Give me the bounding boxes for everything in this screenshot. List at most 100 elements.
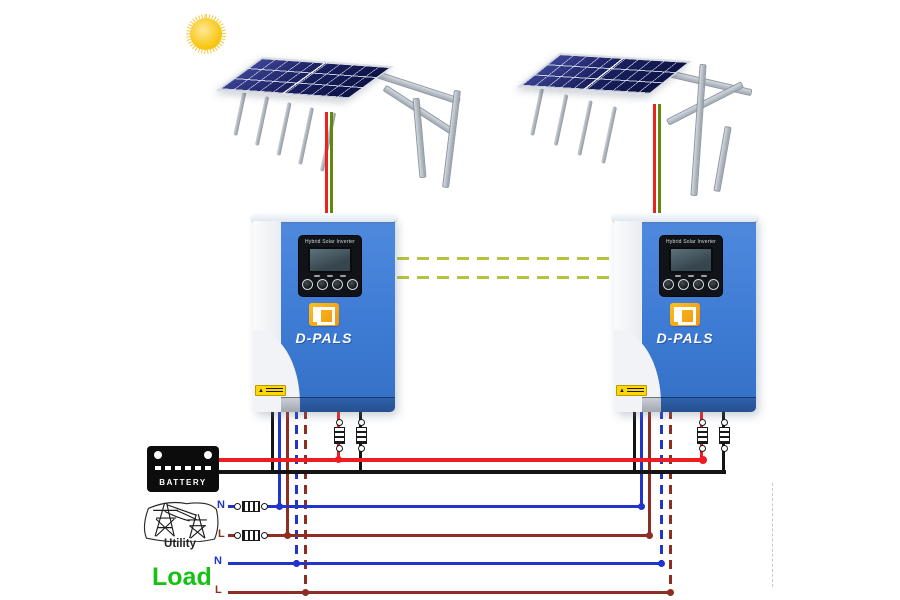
- inverter-lcd-screen: [308, 247, 352, 273]
- wire-load-live: [228, 591, 672, 594]
- breaker-terminal: [698, 445, 706, 452]
- fuse-body: [242, 530, 260, 541]
- inverter-side-panel: [253, 221, 300, 412]
- breaker-icon: [718, 419, 730, 452]
- inverter-lcd-screen: [669, 247, 713, 273]
- bus-battery-negative: [219, 470, 726, 474]
- panel-leg: [319, 112, 337, 172]
- panel-leg: [276, 102, 292, 156]
- load-label: Load: [152, 563, 212, 591]
- panel-leg: [601, 106, 617, 164]
- parallel-comm-cable-1: [397, 257, 612, 260]
- inverter-display-panel: Hybrid Solar Inverter: [659, 235, 723, 297]
- panel-leg: [233, 90, 247, 136]
- dpals-logo-icon: [670, 303, 700, 326]
- wire-inv1-ac-out-live: [304, 410, 307, 593]
- fuse-terminal: [261, 503, 268, 510]
- utility-neutral-label: N: [217, 499, 225, 511]
- breaker-terminal: [335, 419, 343, 426]
- breaker-terminal: [335, 445, 343, 452]
- wire-pv-negative-left: [330, 112, 333, 216]
- junction-dot: [658, 560, 665, 567]
- fuse-body: [242, 501, 260, 512]
- fuse-terminal: [261, 532, 268, 539]
- solar-array-right: [505, 38, 775, 208]
- inverter-vent-grille: [281, 397, 395, 412]
- artifact-line: [772, 483, 773, 587]
- breaker-body: [355, 427, 367, 444]
- junction-dot: [699, 456, 707, 464]
- battery-terminal: [154, 451, 162, 459]
- mount-post: [713, 125, 732, 193]
- panel-leg: [553, 94, 569, 146]
- mount-post: [690, 63, 707, 197]
- battery-icon: BATTERY: [147, 446, 219, 492]
- fuse-icon: [234, 530, 268, 541]
- panel-leg: [577, 100, 593, 156]
- breaker-terminal: [357, 445, 365, 452]
- breaker-body: [718, 427, 730, 444]
- junction-dot: [667, 589, 674, 596]
- inverter-right: Hybrid Solar Inverter D-PALS ▲: [612, 213, 758, 412]
- panel-leg: [530, 88, 544, 136]
- mount-rail: [665, 81, 745, 126]
- inverter-brand-label: D-PALS: [295, 330, 353, 346]
- junction-dot: [335, 456, 342, 463]
- inverter-side-panel: [614, 221, 661, 412]
- wire-utility-neutral: [264, 505, 642, 508]
- breaker-body: [333, 427, 345, 444]
- breaker-icon: [696, 419, 708, 452]
- breaker-terminal: [720, 445, 728, 452]
- wire-utility-live-stub: [228, 534, 236, 537]
- inverter-top-cap: [612, 213, 758, 222]
- inverter-buttons: [660, 279, 722, 290]
- inverter-indicator-leds: [660, 275, 722, 277]
- breaker-terminal: [698, 419, 706, 426]
- inverter-buttons: [299, 279, 361, 290]
- junction-dot: [646, 532, 653, 539]
- sun-core: [190, 18, 222, 50]
- mount-post: [442, 89, 461, 189]
- inverter-brand-label: D-PALS: [656, 330, 714, 346]
- wire-utility-live: [264, 534, 650, 537]
- utility-icon: [143, 501, 219, 542]
- wire-pv-positive-left: [325, 112, 328, 216]
- panel-leg: [298, 107, 314, 165]
- fuse-terminal: [234, 503, 241, 510]
- load-neutral-label: N: [214, 555, 222, 567]
- utility-label: Utility: [164, 538, 196, 550]
- battery-label: BATTERY: [159, 478, 207, 487]
- inverter-display-title: Hybrid Solar Inverter: [665, 239, 717, 245]
- panel-leg: [254, 96, 270, 146]
- battery-cell-marks: [155, 466, 211, 470]
- breaker-terminal: [720, 419, 728, 426]
- sun-icon: [178, 6, 234, 62]
- fuse-terminal: [234, 532, 241, 539]
- bus-battery-positive: [219, 458, 705, 462]
- breaker-terminal: [357, 419, 365, 426]
- wire-inv1-ground: [271, 410, 274, 472]
- inverter-top-cap: [251, 213, 397, 222]
- parallel-comm-cable-2: [397, 276, 612, 279]
- wire-inv2-ground: [633, 410, 636, 472]
- solar-array-left: [210, 42, 470, 207]
- junction-dot: [293, 560, 300, 567]
- inverter-display-title: Hybrid Solar Inverter: [304, 239, 356, 245]
- inverter-left: Hybrid Solar Inverter D-PALS ▲: [251, 213, 397, 412]
- breaker-icon: [333, 419, 345, 452]
- inverter-display-panel: Hybrid Solar Inverter: [298, 235, 362, 297]
- junction-dot: [638, 503, 645, 510]
- fuse-icon: [234, 501, 268, 512]
- wire-inv2-ac-out-neutral: [660, 410, 663, 565]
- wire-load-neutral: [228, 562, 663, 565]
- inverter-vent-grille: [642, 397, 756, 412]
- breaker-icon: [355, 419, 367, 452]
- dpals-logo-icon: [309, 303, 339, 326]
- inverter-indicator-leds: [299, 275, 361, 277]
- wire-pv-negative-right: [658, 104, 661, 216]
- junction-dot: [276, 503, 283, 510]
- warning-sticker-icon: ▲: [616, 385, 647, 396]
- wire-utility-neutral-stub: [228, 505, 236, 508]
- load-live-label: L: [215, 584, 222, 596]
